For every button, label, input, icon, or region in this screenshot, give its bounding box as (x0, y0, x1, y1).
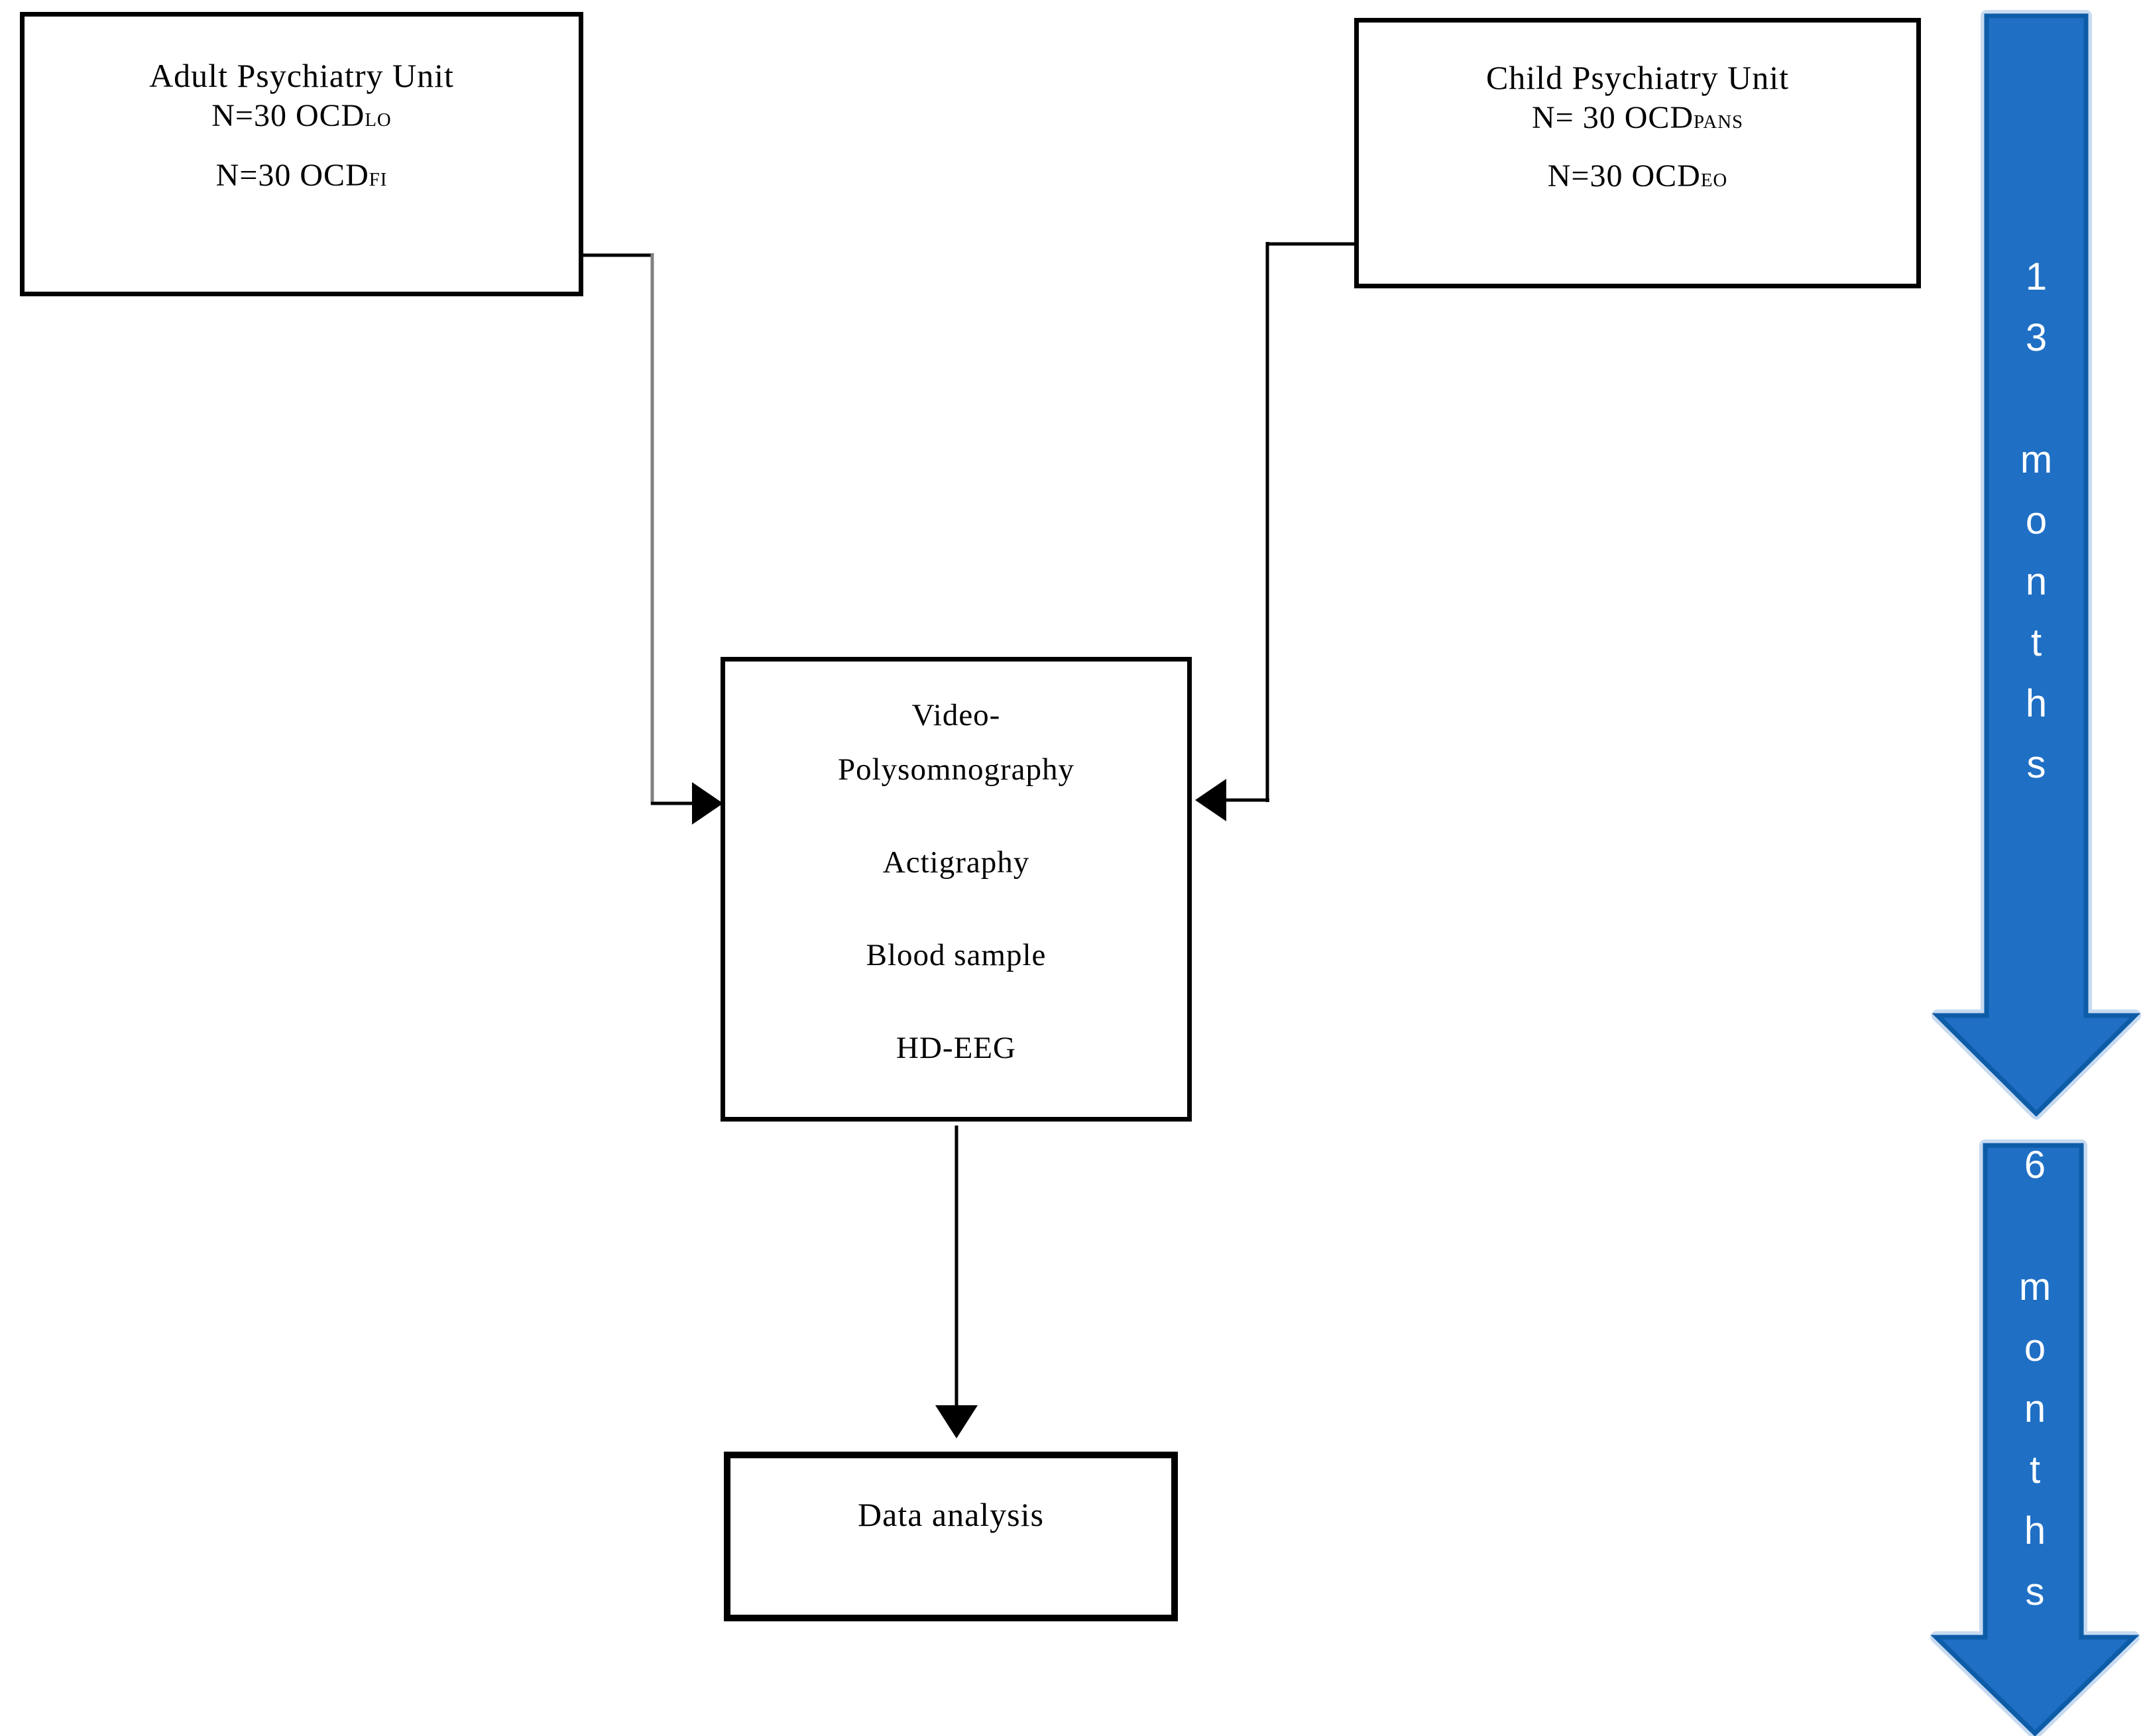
adult-group-fi: N=30 OCDFI (25, 156, 579, 200)
down-arrowhead-icon (935, 1405, 978, 1438)
timeline-char: h (2024, 1509, 2046, 1552)
group-prefix: N=30 OCD (211, 98, 365, 133)
left-arrowhead-icon (1195, 779, 1226, 821)
group-prefix: N=30 OCD (1547, 158, 1701, 194)
timeline-char: 3 (2025, 316, 2048, 359)
assessment-hd-eeg: HD-EEG (896, 1031, 1016, 1065)
group-subscript: PANS (1694, 111, 1744, 133)
timeline-char: s (2025, 1570, 2045, 1613)
connector-child-to-assessments (1195, 242, 1354, 821)
timeline-arrow-6-months (1930, 1139, 2140, 1736)
timeline-char: n (2025, 560, 2048, 603)
child-group-eo: N=30 OCDEO (1359, 156, 1916, 200)
timeline-char: o (2025, 499, 2048, 542)
group-prefix: N= 30 OCD (1531, 100, 1694, 135)
big-down-arrow-icon (1930, 1143, 2140, 1736)
assessment-video-line2: Polysomnography (837, 752, 1075, 787)
assessment-video-line1: Video- (911, 698, 1001, 732)
timeline-char: o (2024, 1326, 2046, 1369)
timeline-char: 6 (2024, 1143, 2046, 1186)
child-psychiatry-unit-box: Child Psychiatry Unit N= 30 OCDPANS N=30… (1354, 18, 1921, 288)
timeline-char: t (2030, 621, 2042, 664)
data-analysis-box: Data analysis (724, 1452, 1178, 1621)
group-subscript: EO (1700, 170, 1728, 191)
adult-box-title: Adult Psychiatry Unit (149, 57, 454, 94)
timeline-char: s (2026, 743, 2046, 786)
timeline-char: m (2020, 438, 2053, 481)
group-subscript: LO (365, 109, 392, 131)
assessment-blood-sample: Blood sample (866, 938, 1047, 972)
timeline-arrow-13-months (1932, 10, 2141, 1120)
timeline-char (1985, 1196, 2085, 1257)
connector-assessments-to-analysis (935, 1126, 978, 1438)
adult-group-lo: N=30 OCDLO (25, 96, 579, 140)
timeline-char: m (2018, 1265, 2052, 1308)
timeline-label-13-months: 1 3 m o n t h s (1987, 247, 2086, 795)
right-arrowhead-icon (692, 782, 723, 825)
timeline-label-6-months: 6 m o n t h s (1985, 1135, 2085, 1623)
adult-psychiatry-unit-box: Adult Psychiatry Unit N=30 OCDLO N=30 OC… (20, 12, 583, 296)
connector-adult-to-assessments (583, 253, 723, 825)
timeline-char: t (2029, 1448, 2041, 1491)
assessment-actigraphy: Actigraphy (882, 845, 1030, 880)
group-prefix: N=30 OCD (215, 158, 369, 193)
analysis-box-title: Data analysis (858, 1496, 1044, 1533)
timeline-char (1987, 369, 2086, 430)
assessments-box: Video- Polysomnography Actigraphy Blood … (721, 657, 1192, 1122)
big-down-arrow-icon (1932, 13, 2141, 1117)
timeline-char: h (2025, 682, 2048, 725)
timeline-char: n (2024, 1387, 2046, 1430)
child-group-pans: N= 30 OCDPANS (1359, 98, 1916, 142)
child-box-title: Child Psychiatry Unit (1485, 59, 1790, 96)
group-subscript: FI (369, 169, 388, 190)
timeline-char: 1 (2025, 255, 2048, 298)
